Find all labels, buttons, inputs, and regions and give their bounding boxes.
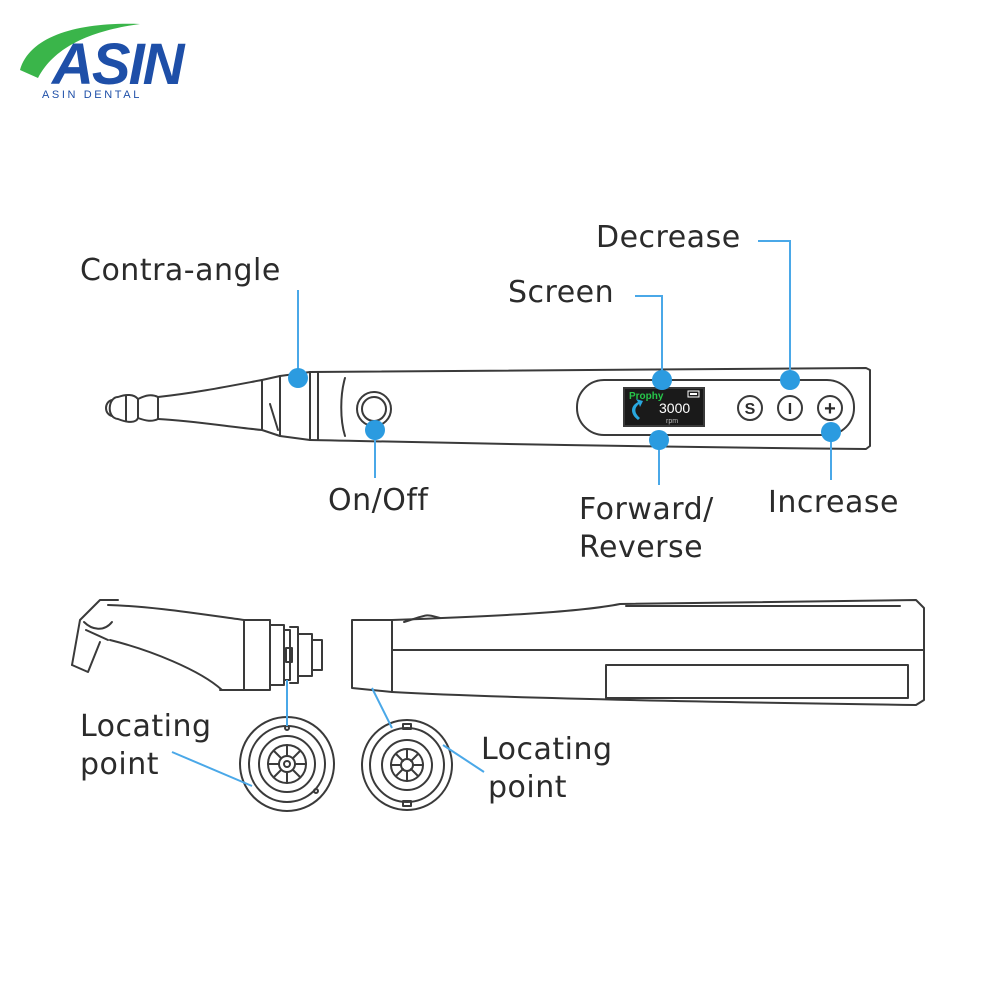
callout-line-locating-left-b: [171, 751, 253, 787]
callout-dot-screen: [652, 370, 672, 390]
label-decrease: Decrease: [596, 220, 741, 255]
callout-lines: [171, 240, 832, 787]
label-increase: Increase: [768, 485, 899, 520]
label-locating-right-1: Locating: [481, 732, 613, 767]
decrease-button: [777, 395, 803, 421]
control-panel: [576, 379, 855, 436]
brand-subtitle: ASIN DENTAL: [42, 89, 142, 101]
set-button-glyph: S: [745, 401, 756, 418]
callout-dot-decrease: [780, 370, 800, 390]
callout-dots: [288, 368, 841, 450]
device-screen: Prophy 3000 rpm: [623, 387, 705, 427]
handpiece-body: [309, 367, 871, 450]
screen-unit: rpm: [666, 418, 678, 425]
logo-text: ASIN: [50, 32, 186, 97]
assembled-handpiece: [105, 367, 871, 450]
coupling-end-view-right: [361, 719, 453, 811]
label-locating-left-1: Locating: [80, 709, 212, 744]
contra-angle-neck: [157, 379, 263, 431]
callout-line-locating-right-b: [442, 744, 485, 773]
increase-button-glyph: +: [824, 398, 836, 420]
callout-line-locating-right-a: [371, 687, 393, 729]
screen-mode: Prophy: [629, 391, 664, 402]
label-forward-reverse-2: Reverse: [579, 530, 704, 565]
logo-swoosh: [20, 23, 140, 78]
label-forward-reverse-1: Forward/: [579, 492, 714, 527]
label-on-off: On/Off: [328, 483, 429, 518]
increase-button: [817, 395, 843, 421]
screen-speed: 3000: [659, 400, 690, 416]
coupling-end-view-left: [239, 716, 335, 812]
callout-dot-forward-reverse: [649, 430, 669, 450]
label-locating-right-2: point: [488, 770, 568, 805]
label-contra-angle: Contra-angle: [80, 253, 281, 288]
set-button: [737, 395, 763, 421]
contra-angle-head: [108, 393, 139, 423]
label-screen: Screen: [508, 275, 615, 310]
callout-dot-contra-angle: [288, 368, 308, 388]
label-locating-left-2: point: [80, 747, 160, 782]
decrease-button-glyph: I: [788, 401, 792, 418]
callout-dot-increase: [821, 422, 841, 442]
callout-line-screen: [635, 295, 663, 380]
rotation-arrow-icon: [632, 399, 643, 420]
callout-line-decrease: [758, 240, 791, 380]
detached-motor-body: [351, 599, 925, 811]
callout-dot-on-off: [365, 420, 385, 440]
